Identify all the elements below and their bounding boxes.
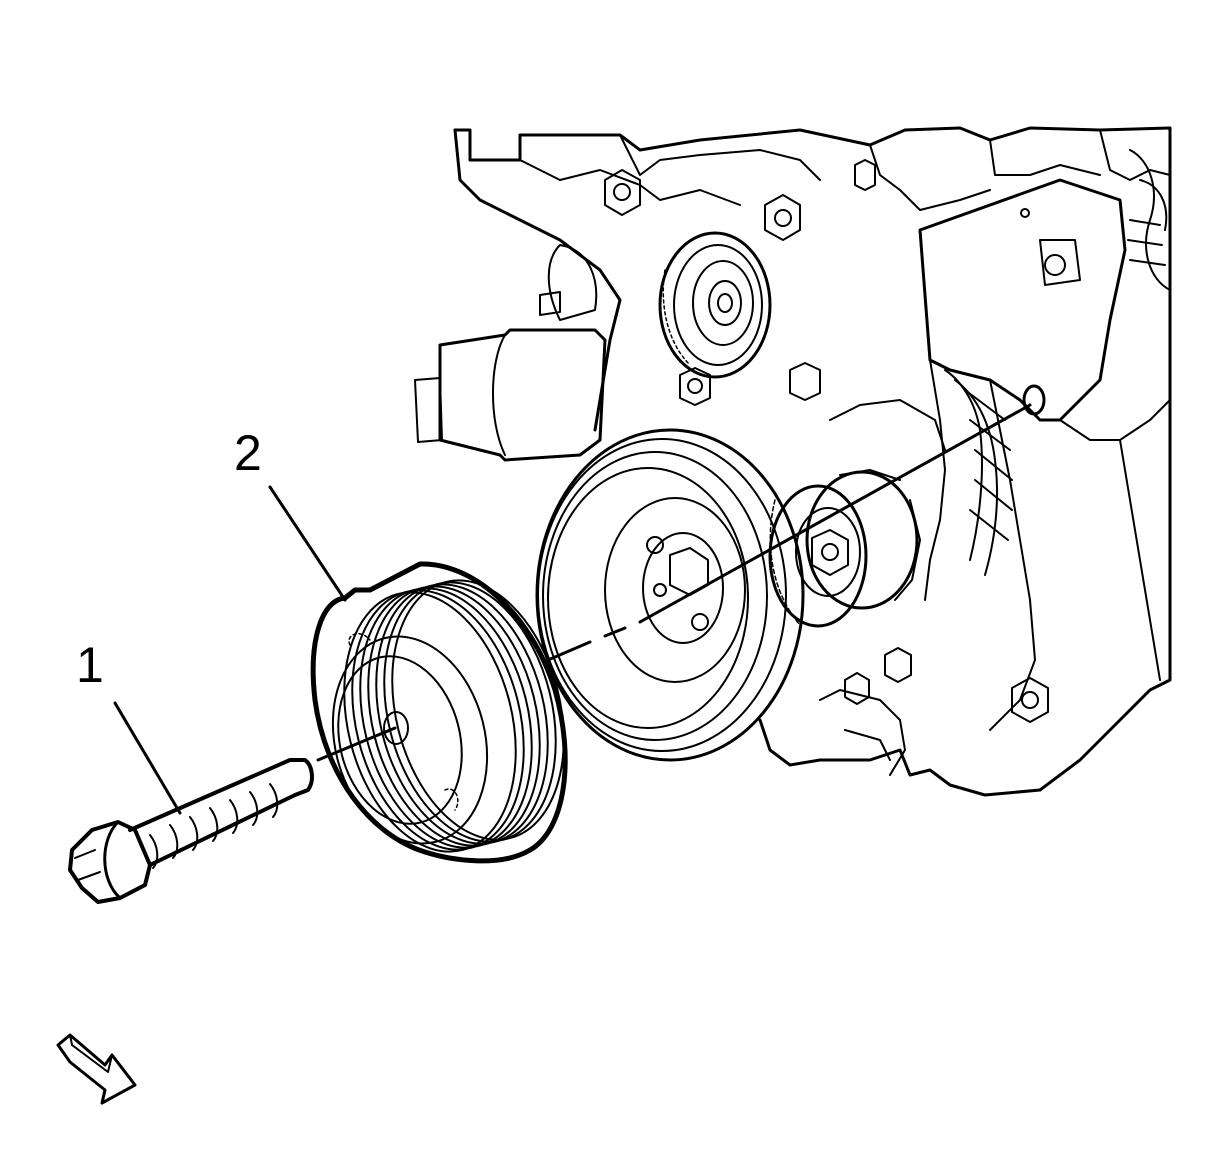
idler-pulley-bolt (68, 758, 314, 904)
engine-bolts (604, 159, 1049, 723)
callout-number-2: 2 (234, 425, 262, 481)
callout-number-1: 1 (76, 637, 104, 693)
leader-line-2 (268, 485, 347, 602)
upper-idler-pulley (658, 231, 772, 379)
assembly-centerline (316, 384, 1046, 762)
crankshaft-balancer-pulley (535, 428, 805, 762)
belt-tensioner (768, 469, 921, 628)
leader-line-1 (113, 701, 182, 815)
engine-assembly (414, 126, 1172, 797)
front-view-arrow-icon (56, 1033, 137, 1105)
oil-filter-housing (414, 244, 607, 462)
